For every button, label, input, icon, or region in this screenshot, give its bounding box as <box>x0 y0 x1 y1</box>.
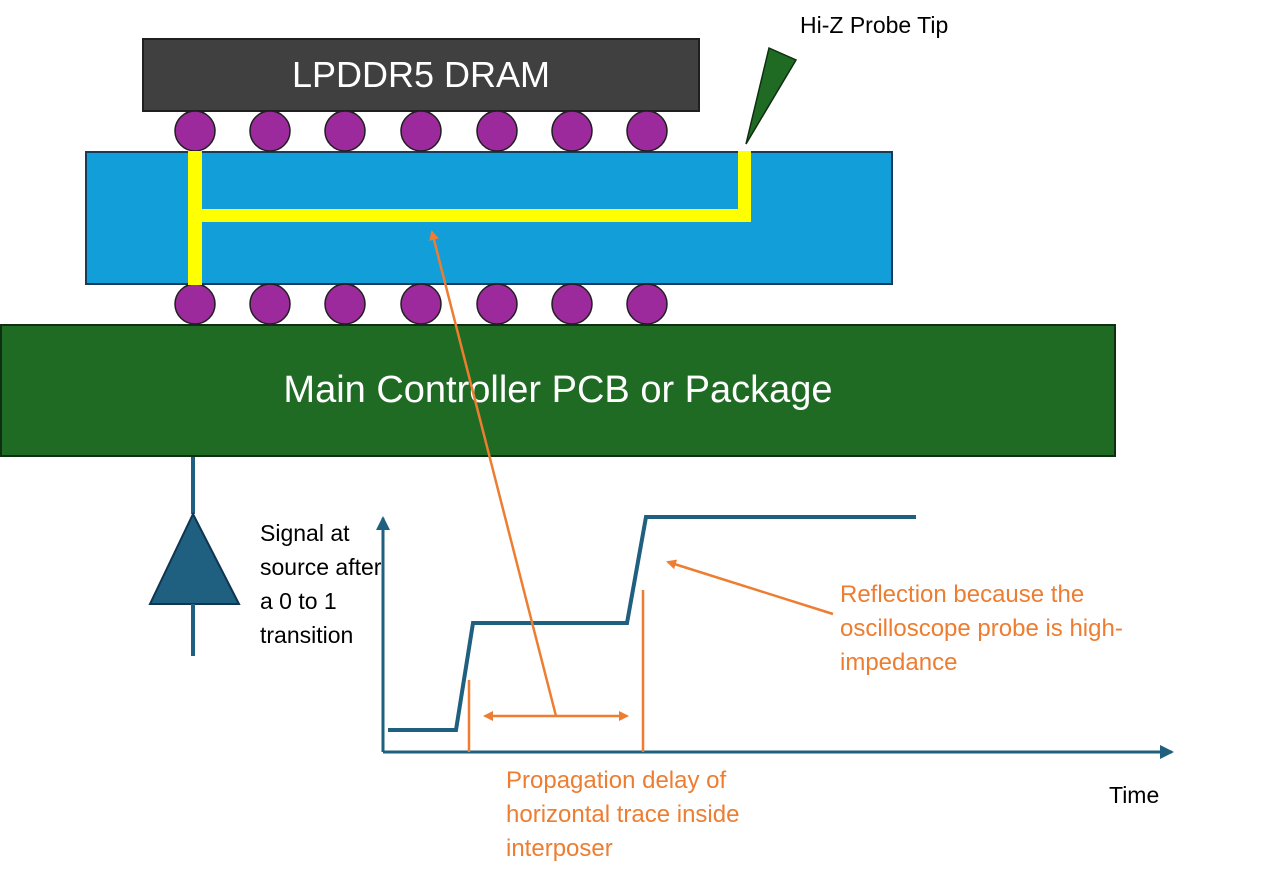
solder-ball <box>174 283 216 325</box>
solder-ball <box>476 283 518 325</box>
solder-ball <box>551 110 593 152</box>
reflection-annotation: Reflection because the oscilloscope prob… <box>840 581 1123 676</box>
controller-pcb: Main Controller PCB or Package <box>0 324 1116 457</box>
solder-ball <box>626 283 668 325</box>
dram-label: LPDDR5 DRAM <box>291 54 551 95</box>
signal-label: Signal at source after a 0 to 1 transiti… <box>260 520 382 648</box>
trace-vertical-right <box>738 151 751 222</box>
probe-label: Hi-Z Probe Tip <box>800 12 949 38</box>
pcb-label: Main Controller PCB or Package <box>283 369 833 411</box>
driver-buffer-icon <box>148 457 241 656</box>
delay-annotation: Propagation delay of horizontal trace in… <box>506 767 740 862</box>
solder-ball <box>324 283 366 325</box>
bottom-solder-balls <box>174 283 668 325</box>
reflection-arrow <box>666 559 834 616</box>
top-solder-balls <box>174 110 668 152</box>
dram-chip: LPDDR5 DRAM <box>142 38 700 112</box>
solder-ball <box>400 283 442 325</box>
solder-ball <box>174 110 216 152</box>
interposer-trace <box>188 151 751 285</box>
solder-ball <box>400 110 442 152</box>
time-axis-label: Time <box>1109 782 1160 808</box>
solder-ball <box>626 110 668 152</box>
trace-horizontal <box>188 209 751 222</box>
solder-ball <box>551 283 593 325</box>
signal-waveform <box>388 515 916 732</box>
trace-pointer-arrow <box>429 230 558 717</box>
probe-tip-icon <box>745 46 798 145</box>
solder-ball <box>476 110 518 152</box>
solder-ball <box>324 110 366 152</box>
solder-ball <box>249 283 291 325</box>
solder-ball <box>249 110 291 152</box>
